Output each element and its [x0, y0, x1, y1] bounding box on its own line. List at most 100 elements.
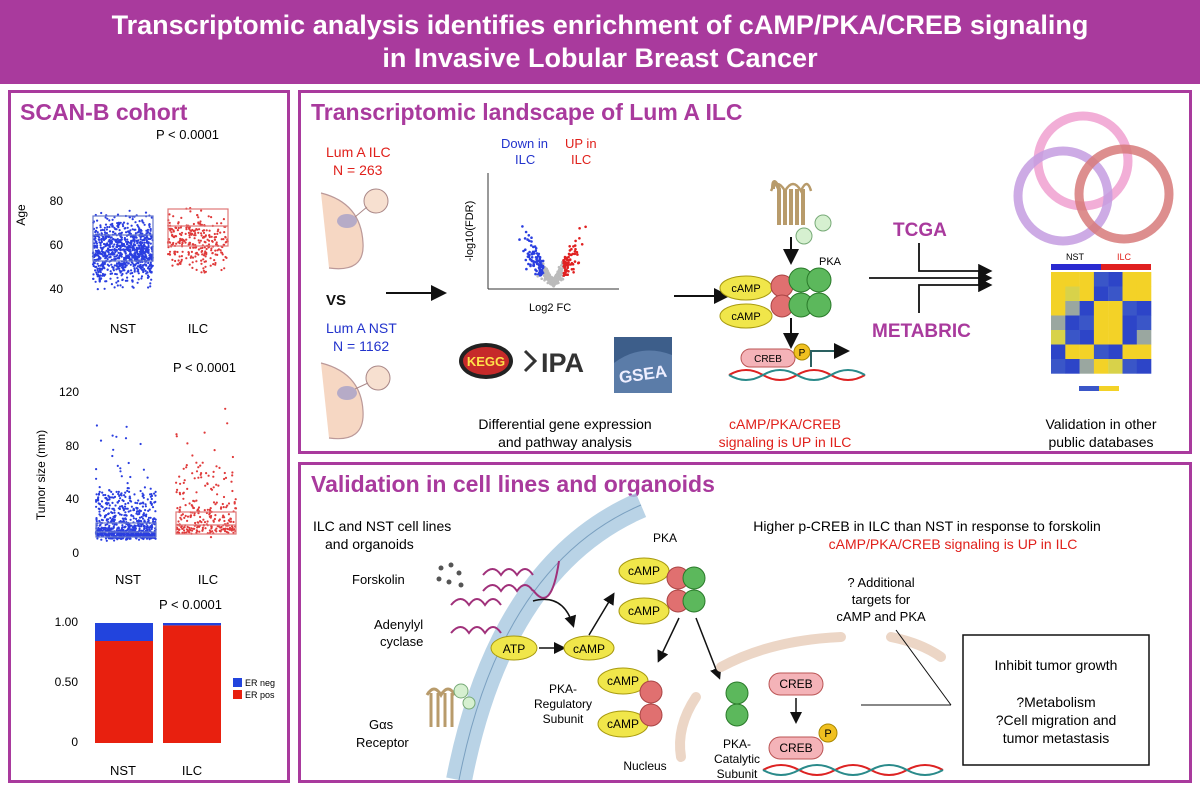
size-point-nst [134, 501, 137, 504]
age-point-nst [131, 235, 135, 238]
heatmap-cell [1136, 359, 1152, 374]
age-point-nst [130, 258, 133, 261]
size-point-nst [100, 500, 104, 503]
size-point-ilc [232, 520, 235, 524]
age-point-nst [148, 223, 151, 227]
size-point-nst [118, 494, 121, 497]
age-point-nst [120, 255, 123, 258]
age-point-nst [106, 226, 109, 229]
age-point-ilc [216, 232, 219, 235]
size-point-ilc [221, 502, 224, 506]
age-point-nst [120, 241, 123, 244]
camp-label-1: cAMP [731, 283, 760, 295]
size-point-nst [114, 504, 117, 507]
volcano-point [540, 273, 543, 276]
size-point-nst [106, 503, 109, 506]
regulatory-label-2: Regulatory [534, 697, 592, 711]
age-point-nst [101, 253, 104, 256]
regulatory-label: PKA- [549, 682, 577, 696]
age-point-ilc [200, 250, 203, 253]
size-point-nst [140, 502, 143, 505]
size-point-ilc [226, 527, 229, 530]
size-point-nst [125, 538, 128, 541]
age-point-nst [149, 242, 152, 245]
size-point-nst [100, 529, 103, 532]
heatmap-cell [1136, 286, 1152, 302]
age-point-nst [117, 240, 120, 243]
age-point-nst [113, 216, 116, 219]
size-ytick: 0 [72, 546, 79, 560]
age-point-nst [109, 270, 112, 273]
venn-circle-3 [1074, 144, 1174, 244]
age-point-nst [126, 238, 129, 241]
transcriptomic-panel: Transcriptomic landscape of Lum A ILC Lu… [298, 90, 1192, 454]
size-point-nst [108, 507, 111, 510]
volcano-point [528, 239, 531, 243]
size-point-nst [101, 491, 104, 494]
size-point-nst [146, 498, 149, 501]
size-point-nst [154, 494, 157, 497]
size-point-nst [124, 517, 127, 520]
volcano-point [534, 272, 537, 276]
volcano-point [566, 266, 569, 269]
size-point-ilc [234, 498, 237, 501]
age-point-ilc [170, 231, 173, 234]
age-point-ilc [189, 246, 192, 249]
age-point-nst [117, 244, 120, 247]
scan-b-panel: SCAN-B cohort P < 0.0001 Age 80 60 40 NS… [8, 90, 290, 783]
size-point-nst [101, 533, 104, 536]
size-point-ilc [215, 501, 218, 504]
pka-label: PKA [819, 256, 842, 268]
regulatory-label-3: Subunit [543, 712, 584, 726]
effect-metabolism: ?Metabolism [1016, 694, 1095, 710]
size-point-ilc [232, 531, 235, 534]
camp-up-label: cAMP/PKA/CREB [729, 416, 841, 432]
age-point-nst [145, 264, 148, 267]
age-point-ilc [202, 258, 205, 261]
bar-nst-er-neg [95, 623, 153, 641]
age-point-nst [110, 242, 113, 245]
size-point-nst [147, 509, 150, 512]
forskolin-dots [436, 562, 464, 588]
age-point-ilc [204, 234, 207, 237]
size-point-ilc [182, 491, 185, 494]
size-point-ilc [183, 479, 186, 482]
age-point-ilc [168, 253, 172, 256]
heatmap-cell [1093, 272, 1109, 287]
size-point-nst [111, 493, 114, 496]
size-point-nst [117, 533, 120, 536]
size-point-nst [138, 527, 141, 530]
size-point-ilc [195, 470, 199, 473]
heatmap-cell [1136, 344, 1152, 360]
size-point-nst [110, 528, 113, 531]
age-point-nst [98, 277, 101, 281]
ipa-logo: IPA [523, 348, 584, 378]
heatmap-cell [1108, 344, 1123, 360]
age-point-nst [100, 250, 103, 253]
size-point-nst [108, 504, 111, 507]
size-point-nst [150, 493, 153, 496]
age-point-nst [131, 279, 134, 282]
size-point-nst [139, 489, 142, 493]
volcano-point [549, 282, 552, 286]
size-point-ilc [197, 506, 201, 509]
bar-ytick: 0 [71, 735, 78, 749]
age-point-ilc [207, 243, 211, 246]
size-box-nst [95, 522, 157, 538]
volcano-point [564, 273, 568, 276]
volcano-point [526, 255, 530, 258]
age-point-nst [145, 239, 148, 242]
size-point-ilc [208, 513, 211, 516]
age-point-nst [107, 251, 110, 254]
size-point-ilc [189, 529, 192, 532]
legend-er-neg: ER neg [245, 678, 275, 688]
age-point-nst [147, 251, 150, 254]
age-point-nst [98, 238, 101, 241]
age-point-nst [95, 226, 98, 229]
age-point-ilc [172, 230, 175, 233]
volcano-point [540, 263, 543, 266]
age-point-ilc [222, 243, 225, 246]
size-point-ilc [179, 516, 182, 519]
size-point-nst [143, 486, 146, 489]
age-point-nst [146, 276, 149, 279]
